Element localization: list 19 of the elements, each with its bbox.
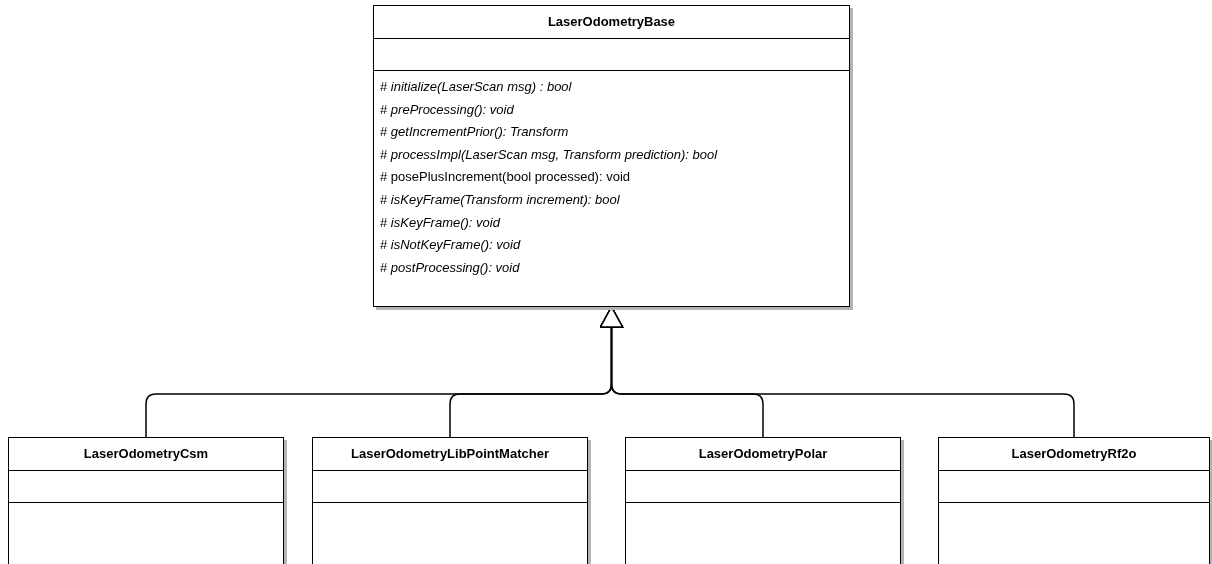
method-signature: # isKeyFrame(): void [380, 213, 502, 232]
method-signature: # preProcessing(): void [380, 100, 515, 119]
class-name: LaserOdometryRf2o [1011, 445, 1137, 464]
method-signature: # initialize(LaserScan msg) : bool [380, 78, 573, 96]
class-box [938, 437, 1210, 564]
method-signature: # postProcessing(): void [380, 258, 521, 277]
method-signature: # getIncrementPrior(): Transform [380, 123, 570, 142]
class-box [625, 437, 901, 564]
class-name: LaserOdometryLibPointMatcher [351, 445, 549, 464]
class-box [373, 5, 850, 307]
method-signature: # processImpl(LaserScan msg, Transform prediction): bool [380, 145, 719, 164]
class-box [8, 437, 284, 564]
class-name: LaserOdometryCsm [83, 445, 209, 464]
class-box [312, 437, 588, 564]
method-signature: # isNotKeyFrame(): void [380, 236, 522, 255]
class-name: LaserOdometryBase [547, 13, 676, 32]
method-signature: # isKeyFrame(Transform increment): bool [380, 190, 621, 209]
class-name: LaserOdometryPolar [698, 445, 828, 464]
method-signature: # posePlusIncrement(bool processed): void [380, 168, 632, 187]
